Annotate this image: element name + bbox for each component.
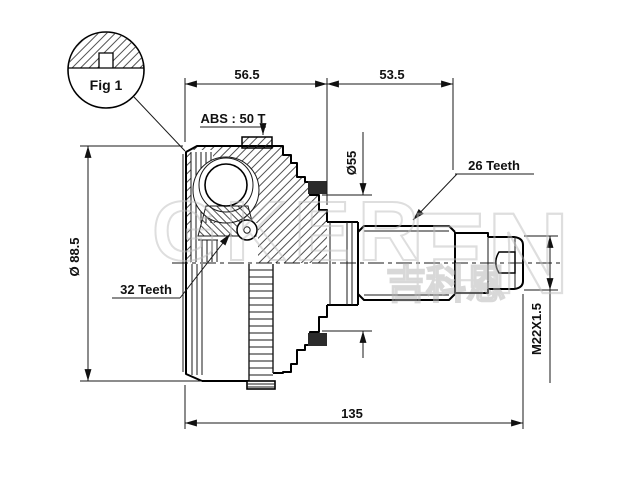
dimension-56-5: 56.5 (184, 67, 328, 205)
shaft (327, 221, 524, 306)
boot-clamp-upper (308, 181, 327, 194)
bell-section-upper (186, 146, 327, 263)
dim-thread-label: M22X1.5 (529, 303, 544, 355)
figure-tooth-notch (99, 53, 113, 68)
abs-ring-teeth-lines (249, 269, 273, 376)
bell-outline (185, 145, 328, 382)
dimension-135: 135 (184, 294, 524, 429)
dim-135-label: 135 (341, 406, 363, 421)
boot-seat-ring-grooves (329, 222, 353, 305)
dim-56-5-label: 56.5 (234, 67, 259, 82)
dim-88-5-label: Ø 88.5 (67, 237, 82, 276)
outer-teeth-label: 26 Teeth (468, 158, 520, 173)
watermark-cjk: 吉科恩 (386, 263, 506, 307)
stub-spline-bore (236, 219, 258, 241)
abs-ring-band-bottom-teeth (247, 383, 275, 388)
abs-ring-band-sides (248, 264, 274, 381)
abs-tone-ring (241, 136, 276, 390)
boot-clamp-lower (308, 333, 327, 346)
callout-inner-teeth: 32 Teeth (112, 233, 231, 299)
abs-ring-top-section (241, 136, 273, 149)
plain-cylinder-outline (455, 232, 489, 294)
callout-abs-ring: ABS : 50 T (200, 111, 267, 135)
figure-detail: Fig 1 (67, 31, 186, 152)
inner-teeth-label: 32 Teeth (120, 282, 172, 297)
bearing-ball (204, 163, 248, 207)
figure-chord-line (68, 52, 144, 69)
dim-53-5-label: 53.5 (379, 67, 404, 82)
dimension-55: Ø55 (322, 132, 372, 358)
watermark: GKER EN 吉科恩 (151, 183, 571, 319)
boot-seat-ring (327, 221, 359, 306)
thread-end-slot (495, 251, 516, 274)
dimension-thread: M22X1.5 (524, 235, 558, 383)
dimension-53-5: 53.5 (327, 67, 454, 170)
spline-bore-teeth-lines (198, 239, 218, 262)
figure-leader-line (133, 96, 186, 152)
dim-55-label: Ø55 (344, 151, 359, 176)
fig1-label: Fig 1 (90, 77, 123, 93)
stub-spline-bore-inner (243, 226, 251, 234)
abs-ring-label: ABS : 50 T (200, 111, 265, 126)
abs-ring-band-bottom (246, 380, 276, 390)
watermark-word-right: EN (410, 190, 570, 318)
watermark-word-left: GKER (152, 184, 427, 278)
callout-outer-teeth: 26 Teeth (412, 158, 534, 221)
dimension-88-5: Ø 88.5 (67, 145, 200, 382)
figure-hatched-half (68, 31, 144, 68)
spline-root-lines (364, 230, 449, 296)
